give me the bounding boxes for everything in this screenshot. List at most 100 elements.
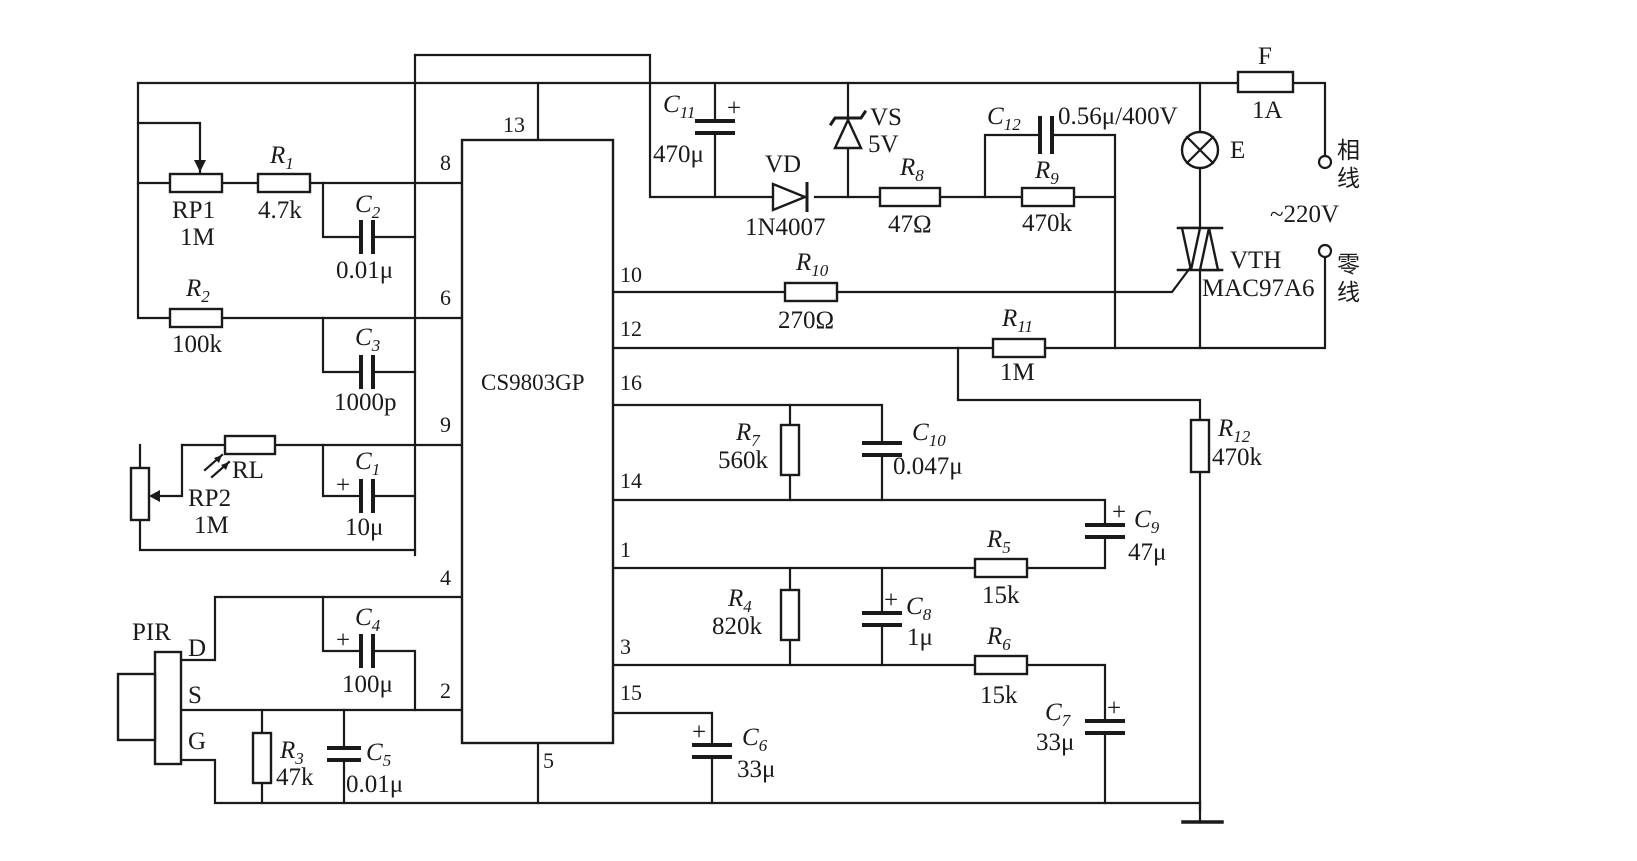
c1-value: 10μ — [345, 514, 383, 541]
c3-sub: 3 — [371, 336, 381, 355]
resistor-r4: R4 820k — [712, 585, 801, 642]
pin-label-2: 2 — [440, 678, 451, 703]
pir-pin-d: D — [188, 635, 206, 662]
c11-plus: + — [727, 95, 741, 122]
r11-ref: R — [1001, 305, 1017, 332]
pin-label-14: 14 — [620, 468, 642, 493]
c1-ref: C — [355, 448, 372, 475]
c9-ref: C — [1134, 506, 1151, 533]
pin-label-16: 16 — [620, 370, 642, 395]
rl-ref: RL — [232, 457, 264, 484]
r11-value: 1M — [1000, 359, 1035, 386]
svg-text:R10: R10 — [795, 249, 829, 280]
r2-ref: R — [185, 275, 201, 302]
mains-labels: 相 线 ~220V 零 线 — [1270, 138, 1360, 306]
neutral-label-1: 零 — [1337, 252, 1360, 278]
rp1-value: 1M — [180, 224, 215, 251]
c12-sub: 12 — [1004, 115, 1022, 134]
r8-value: 47Ω — [888, 211, 932, 238]
c7-sub: 7 — [1062, 711, 1072, 730]
r10-ref: R — [795, 249, 811, 276]
phase-label-1: 相 — [1337, 138, 1360, 164]
potentiometer-rp2: RP2 1M — [129, 466, 231, 539]
svg-text:C3: C3 — [355, 324, 380, 355]
vth-value: MAC97A6 — [1202, 275, 1315, 302]
resistor-r10: R10 270Ω — [778, 249, 839, 334]
r5-sub: 5 — [1002, 538, 1011, 557]
c8-plus: + — [884, 587, 898, 614]
r8-sub: 8 — [915, 166, 924, 185]
wires — [136, 53, 1327, 824]
c6-ref: C — [742, 724, 759, 751]
pin-label-5: 5 — [543, 748, 554, 773]
c5-sub: 5 — [383, 751, 392, 770]
pir-sensor: PIR D S G — [116, 619, 206, 766]
svg-text:R9: R9 — [1034, 157, 1059, 188]
capacitor-c9: + C9 47μ — [1085, 499, 1166, 566]
pin-label-13: 13 — [503, 112, 525, 137]
r9-ref: R — [1034, 157, 1050, 184]
c12-value: 0.56μ/400V — [1058, 103, 1178, 130]
r7-value: 560k — [718, 447, 769, 474]
zener-vs: VS 5V — [828, 104, 902, 158]
pin-label-6: 6 — [440, 285, 451, 310]
ic-label: CS9803GP — [481, 370, 585, 395]
resistor-r1: R1 4.7k — [256, 142, 312, 224]
svg-text:C5: C5 — [366, 739, 391, 770]
pin-label-8: 8 — [440, 150, 451, 175]
r7-ref: R — [735, 419, 751, 446]
r4-ref: R — [727, 585, 743, 612]
r12-value: 470k — [1212, 444, 1263, 471]
vd-ref: VD — [765, 151, 801, 178]
svg-text:C12: C12 — [987, 103, 1021, 134]
c6-sub: 6 — [759, 736, 768, 755]
r4-value: 820k — [712, 613, 763, 640]
c10-value: 0.047μ — [893, 453, 963, 480]
capacitor-c1: + C1 10μ — [336, 448, 383, 541]
rp2-ref: RP2 — [188, 485, 231, 512]
triac-vth: VTH MAC97A6 — [1176, 226, 1315, 302]
r4-sub: 4 — [743, 597, 752, 616]
lamp-e: E — [1180, 130, 1245, 170]
capacitor-c11: + C11 470μ — [653, 91, 741, 168]
c11-ref: C — [663, 91, 680, 118]
r9-sub: 9 — [1050, 169, 1059, 188]
capacitor-c7: + C7 33μ — [1036, 695, 1125, 756]
rp1-ref: RP1 — [172, 197, 215, 224]
svg-text:C4: C4 — [355, 604, 381, 635]
phase-terminal — [1317, 154, 1333, 170]
svg-text:R3: R3 — [279, 737, 304, 768]
vd-value: 1N4007 — [745, 214, 826, 241]
c8-value: 1μ — [907, 624, 933, 651]
c2-sub: 2 — [372, 203, 381, 222]
neutral-terminal — [1317, 243, 1333, 259]
capacitor-c5: C5 0.01μ — [327, 739, 403, 798]
c12-ref: C — [987, 103, 1004, 130]
r3-value: 47k — [276, 764, 314, 791]
c7-value: 33μ — [1036, 729, 1074, 756]
pin-label-3: 3 — [620, 634, 631, 659]
phase-label-2: 线 — [1337, 166, 1360, 192]
capacitor-c6: + C6 33μ — [692, 719, 775, 783]
c1-plus: + — [336, 472, 350, 499]
vth-ref: VTH — [1230, 247, 1281, 274]
pin-label-12: 12 — [620, 316, 642, 341]
c5-ref: C — [366, 739, 383, 766]
c7-plus: + — [1107, 695, 1121, 722]
vs-ref: VS — [870, 104, 902, 131]
r1-sub: 1 — [285, 154, 294, 173]
neutral-label-2: 线 — [1337, 280, 1360, 306]
r8-ref: R — [899, 154, 915, 181]
r6-ref: R — [986, 623, 1002, 650]
mains-voltage: ~220V — [1270, 201, 1339, 228]
c3-value: 1000p — [334, 389, 397, 416]
fuse-value: 1A — [1252, 97, 1283, 124]
svg-text:R7: R7 — [735, 419, 761, 450]
c9-plus: + — [1112, 499, 1126, 526]
svg-text:C7: C7 — [1045, 699, 1072, 730]
rp2-value: 1M — [194, 512, 229, 539]
r2-sub: 2 — [201, 287, 210, 306]
capacitor-c3: C3 1000p — [334, 324, 397, 416]
capacitor-c10: C10 0.047μ — [862, 419, 963, 480]
svg-text:R8: R8 — [899, 154, 924, 185]
